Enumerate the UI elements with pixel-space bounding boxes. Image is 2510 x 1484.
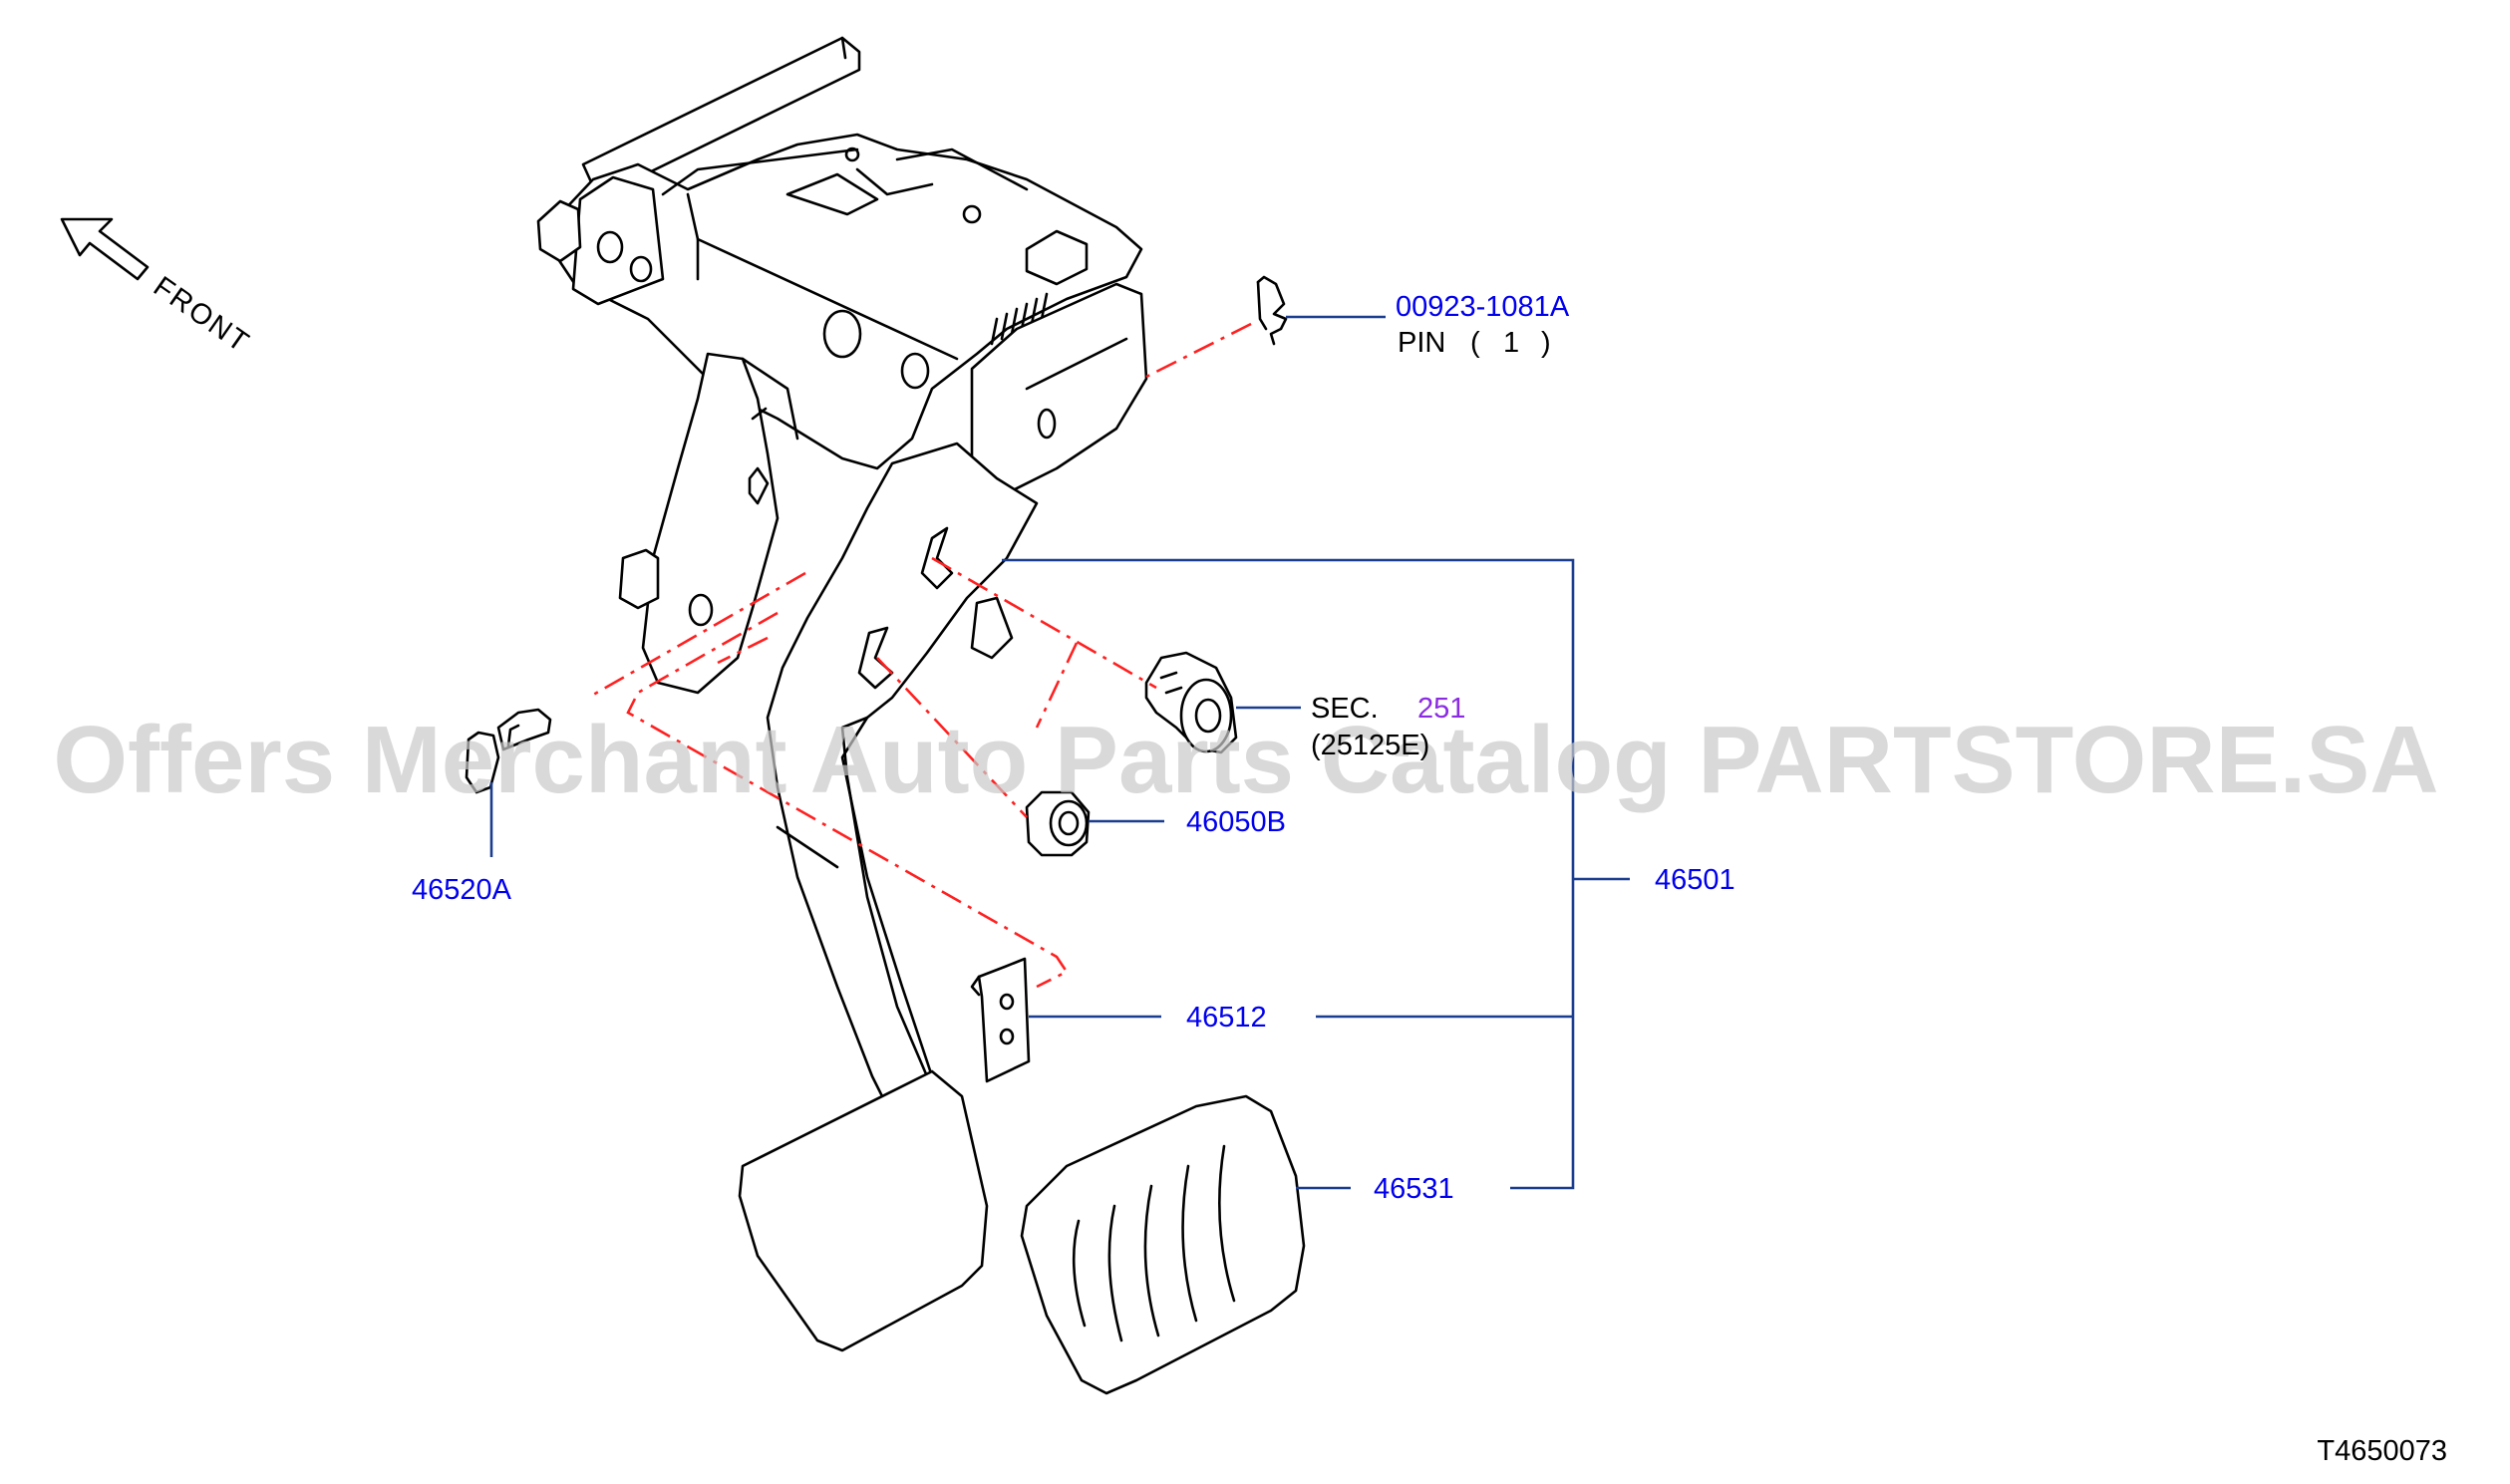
phantom-lines: [587, 322, 1252, 989]
bracket-46512-drawing: [970, 957, 1031, 1083]
pedal-pad-drawing: [1020, 1094, 1306, 1395]
label-pin-qty-close: ): [1541, 327, 1551, 359]
pedal-foot-drawing: [738, 1069, 989, 1352]
label-sec-number[interactable]: 251: [1417, 693, 1465, 725]
front-arrow-icon: [60, 217, 150, 281]
label-pin-part-number[interactable]: 00923-1081A: [1396, 291, 1570, 323]
bushing-drawing: [1025, 790, 1091, 857]
label-pad-part-number[interactable]: 46531: [1374, 1173, 1454, 1205]
label-pin-name: PIN: [1398, 327, 1445, 359]
stopper-drawing: [465, 708, 552, 794]
pedal-arm-drawing: [766, 442, 1039, 1118]
pin-drawing: [1256, 275, 1288, 346]
watermark-text: Offers Merchant Auto Parts Catalog PARTS…: [53, 707, 2438, 813]
clip-drawing: [1144, 651, 1238, 754]
label-pin-qty: 1: [1503, 327, 1519, 359]
label-bracket-part-number[interactable]: 46512: [1186, 1002, 1267, 1034]
label-assembly-part-number[interactable]: 46501: [1655, 864, 1735, 896]
drawing-code: T4650073: [2317, 1435, 2447, 1467]
label-sec: SEC.: [1311, 693, 1379, 725]
pedal-bracket-drawing: [536, 36, 1148, 695]
label-stopper-part-number[interactable]: 46520A: [412, 874, 512, 906]
label-sec-ref: (25125E): [1311, 730, 1429, 761]
front-label: FRONT: [148, 271, 255, 360]
label-pin-qty-open: (: [1470, 327, 1480, 359]
label-bushing-part-number[interactable]: 46050B: [1186, 806, 1286, 838]
leader-lines: [489, 315, 1630, 1190]
